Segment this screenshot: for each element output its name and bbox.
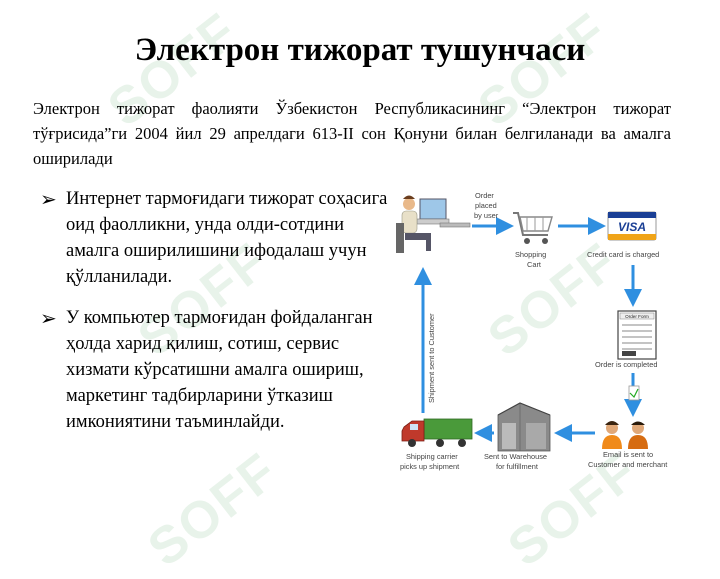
credit-card-icon: VISA xyxy=(607,211,657,241)
svg-text:Order Form: Order Form xyxy=(625,314,649,319)
email-sent-label: Email is sent to Customer and merchant xyxy=(588,450,667,469)
order-label: Order placed by user xyxy=(474,191,499,220)
shipment-label: Shipment sent to Customer xyxy=(427,313,436,403)
bullet-arrow-icon: ➢ xyxy=(40,306,57,330)
warehouse-icon xyxy=(497,402,551,452)
customer-merchant-icon xyxy=(602,421,648,449)
bullet-arrow-icon: ➢ xyxy=(40,187,57,211)
slide-title: Электрон тижорат тушунчаси xyxy=(134,32,586,68)
cart-label: Shopping Cart xyxy=(515,250,548,269)
ecommerce-process-diagram: Order placed by user Shopping Cart VISA … xyxy=(396,191,667,471)
bullet-text: У компьютер тармоғидан фойдаланган ҳолда… xyxy=(66,308,373,432)
bullet-text: Интернет тармоғидаги тижорат соҳасига ои… xyxy=(66,189,388,287)
carrier-label: Shipping carrier picks up shipment xyxy=(400,452,460,471)
intro-paragraph: Электрон тижорат фаолияти Ўзбекистон Рес… xyxy=(33,99,671,168)
warehouse-label: Sent to Warehouse for fulfillment xyxy=(484,452,549,471)
shopping-cart-icon xyxy=(513,212,553,244)
envelope-icon xyxy=(628,385,640,401)
order-form-icon: Order Form xyxy=(617,310,657,360)
svg-text:VISA: VISA xyxy=(618,220,646,234)
bullet-item: ➢ У компьютер тармоғидан фойдаланган ҳол… xyxy=(40,305,390,435)
shipping-truck-icon xyxy=(401,418,473,447)
user-at-computer-icon xyxy=(396,195,471,253)
bullet-list: ➢ Интернет тармоғидаги тижорат соҳасига … xyxy=(40,186,390,450)
card-charged-label: Credit card is charged xyxy=(587,250,659,259)
order-completed-label: Order is completed xyxy=(595,360,657,369)
watermark: SOFF xyxy=(137,441,289,579)
bullet-item: ➢ Интернет тармоғидаги тижорат соҳасига … xyxy=(40,186,390,290)
